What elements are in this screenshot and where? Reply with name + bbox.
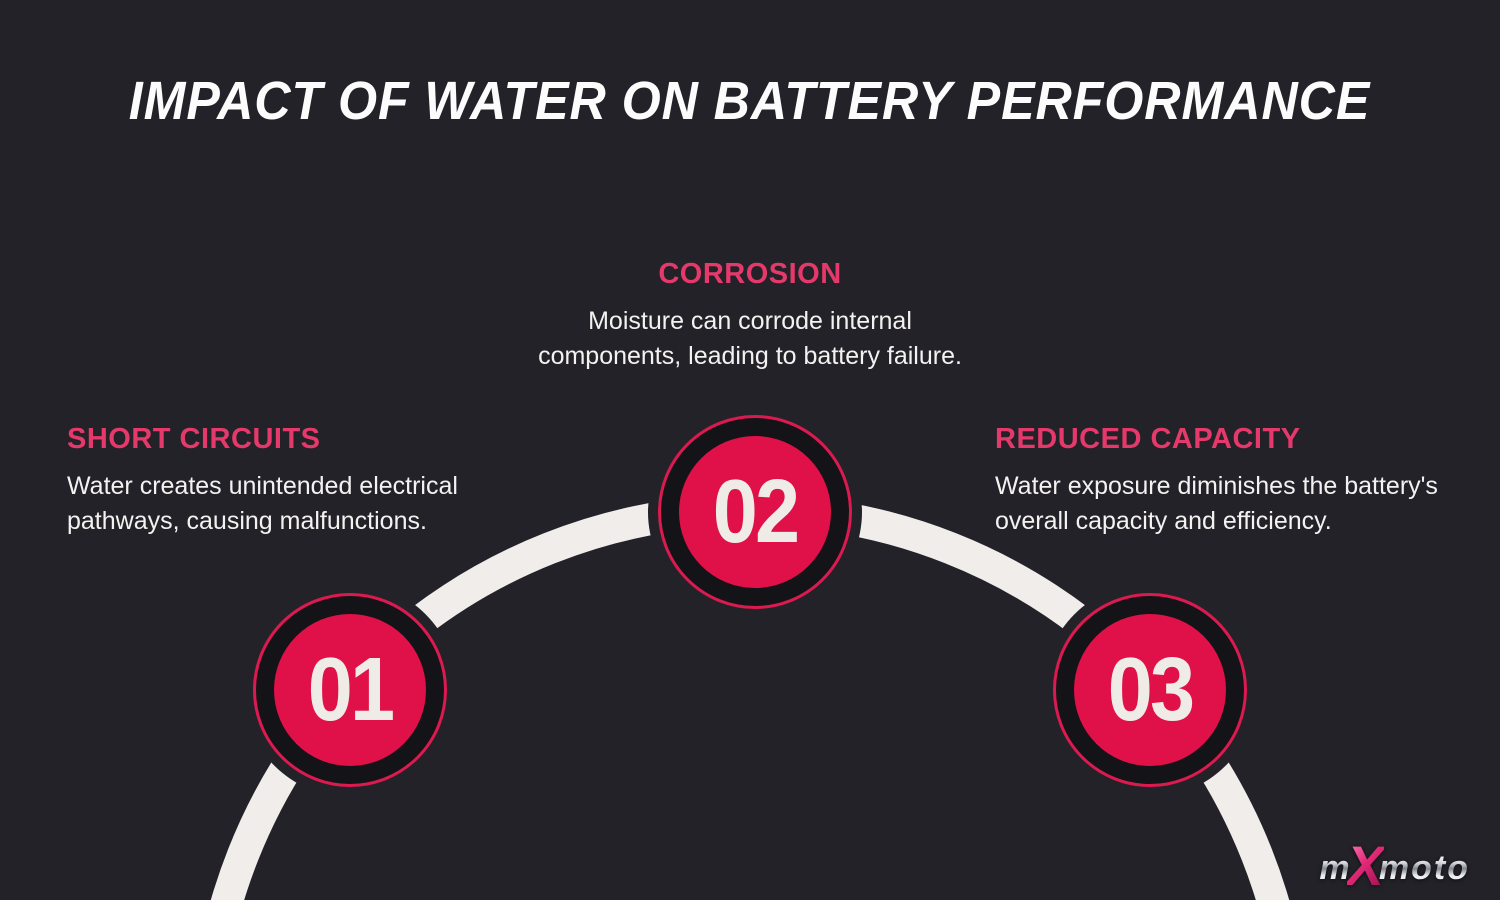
step-node-02-number: 02 (712, 461, 800, 562)
step-reduced-capacity-text: REDUCED CAPACITY Water exposure diminish… (995, 423, 1475, 539)
step-node-02: 02 (658, 415, 852, 609)
step-node-01: 01 (253, 593, 447, 787)
step-short-circuits-text: SHORT CIRCUITS Water creates unintended … (67, 423, 527, 539)
step-corrosion-heading: CORROSION (658, 258, 842, 290)
step-short-circuits-heading: SHORT CIRCUITS (67, 423, 321, 455)
step-node-03: 03 (1053, 593, 1247, 787)
step-corrosion-line2: components, leading to battery failure. (538, 342, 962, 370)
step-node-01-circle: 01 (274, 614, 426, 766)
step-short-circuits-line1: Water creates unintended electrical (67, 472, 458, 500)
logo-x-mark: X (1346, 834, 1384, 897)
step-reduced-capacity-heading: REDUCED CAPACITY (995, 423, 1301, 455)
step-corrosion-text: CORROSION Moisture can corrode internal c… (0, 258, 1500, 374)
logo-suffix: moto (1378, 849, 1470, 887)
step-node-01-number: 01 (307, 639, 395, 740)
step-reduced-capacity-line1: Water exposure diminishes the battery's (995, 472, 1438, 500)
logo-prefix: m (1319, 849, 1352, 887)
step-reduced-capacity-description: Water exposure diminishes the battery's o… (995, 469, 1475, 539)
step-short-circuits-line2: pathways, causing malfunctions. (67, 507, 427, 535)
step-node-03-number: 03 (1107, 639, 1195, 740)
step-short-circuits-description: Water creates unintended electrical pathw… (67, 469, 527, 539)
step-corrosion-description: Moisture can corrode internal components,… (0, 304, 1500, 374)
page-title: IMPACT OF WATER ON BATTERY PERFORMANCE (0, 70, 1500, 132)
step-node-02-circle: 02 (679, 436, 831, 588)
step-reduced-capacity-line2: overall capacity and efficiency. (995, 507, 1332, 535)
step-corrosion-line1: Moisture can corrode internal (588, 307, 912, 335)
page-title-text: IMPACT OF WATER ON BATTERY PERFORMANCE (129, 71, 1371, 131)
step-node-03-circle: 03 (1074, 614, 1226, 766)
